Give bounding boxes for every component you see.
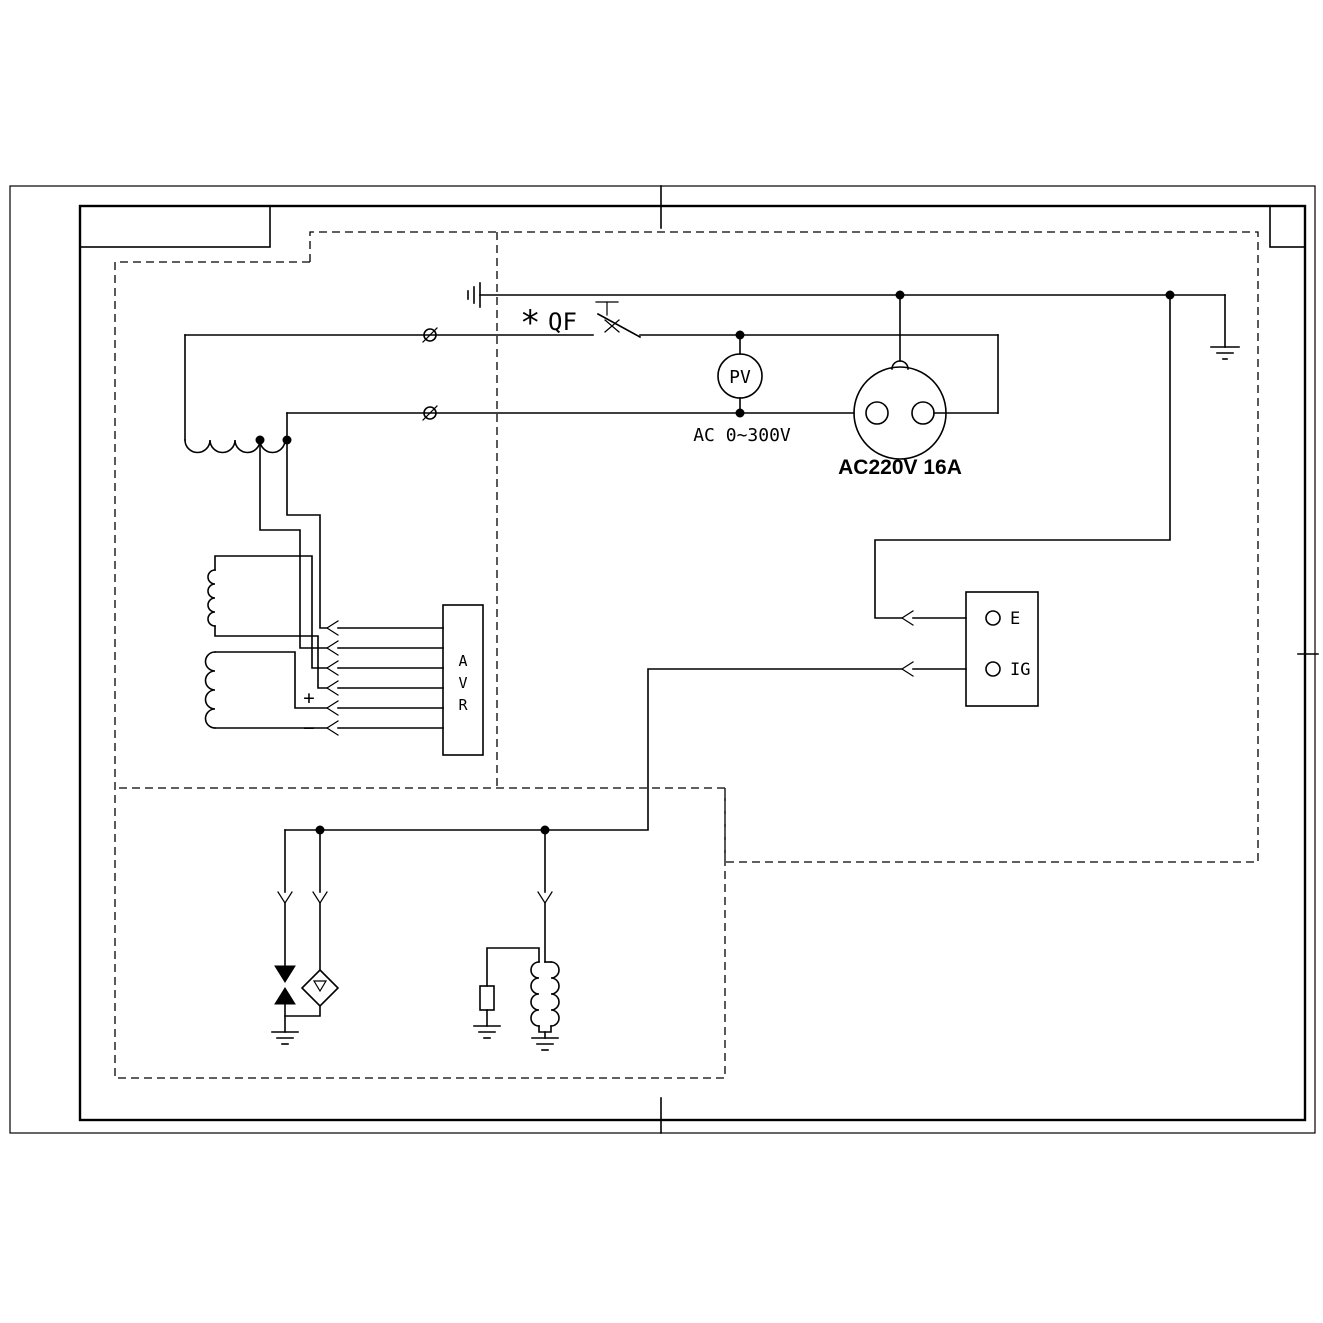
ground-bus <box>467 282 1240 360</box>
avr-letter: A <box>458 652 467 670</box>
socket-rating-label: AC220V 16A <box>838 456 962 479</box>
earth-symbol-left <box>467 282 481 308</box>
connector-chevron <box>277 891 293 905</box>
voltmeter-label: PV <box>729 367 751 388</box>
earth-symbol <box>271 1031 299 1045</box>
socket-outlet: AC220V 16A <box>838 294 999 479</box>
sheet-frame <box>9 185 1319 1134</box>
spark-arrester-symbol <box>300 968 340 1008</box>
avr-pins <box>325 620 444 736</box>
asterisk-label: * <box>520 303 540 343</box>
coil-bottom-tie <box>538 1025 552 1033</box>
connector-symbol <box>422 327 438 343</box>
aux-lead-bottom <box>214 625 328 689</box>
earth-symbol-right <box>1210 346 1240 360</box>
ignition-coil-symbol <box>530 961 560 1027</box>
corner-block <box>1269 205 1306 248</box>
circuit-breaker-symbol <box>595 301 642 339</box>
ig-wire <box>284 668 903 831</box>
breaker-circuit: * QF <box>184 301 999 441</box>
aux-winding-coil <box>207 569 216 627</box>
main-winding-coil <box>184 439 286 454</box>
terminal-box <box>965 591 1039 707</box>
socket-body <box>853 366 947 460</box>
generator-engine-enclosure <box>114 261 726 1079</box>
connector-symbol <box>422 405 438 421</box>
earth-symbol <box>473 1025 501 1039</box>
avr-unit: A V R + − <box>303 604 484 756</box>
voltmeter: PV AC 0~300V <box>693 334 791 446</box>
aux-lead-top <box>214 555 328 669</box>
minus-label: − <box>303 717 314 739</box>
terminal-e-label: E <box>1010 609 1020 629</box>
breaker-label: QF <box>548 308 577 336</box>
voltmeter-range-label: AC 0~300V <box>693 425 791 446</box>
arrester-ground-link <box>284 1005 321 1017</box>
field-winding-coil <box>204 651 216 729</box>
terminal-e-screw <box>985 610 1001 626</box>
primary-feed <box>486 947 540 987</box>
outer-border <box>9 185 1316 1134</box>
stator-winding <box>184 435 328 649</box>
control-panel-enclosure <box>309 231 1259 863</box>
connector-chevron <box>537 891 553 905</box>
avr-letter: V <box>458 674 467 692</box>
avr-box <box>442 604 484 756</box>
earth-symbol <box>531 1037 559 1051</box>
inner-border <box>78 204 1307 1122</box>
field-lead-plus <box>214 651 328 709</box>
exciter-windings <box>204 555 328 729</box>
ignition-circuit <box>271 825 560 1051</box>
socket-pin-left <box>865 401 889 425</box>
terminal-ig-screw <box>985 661 1001 677</box>
title-block <box>79 205 271 248</box>
connector-chevron <box>312 891 328 905</box>
e-wire <box>874 294 1171 619</box>
sense-tap-a <box>286 439 328 629</box>
sense-tap-b <box>259 439 328 649</box>
socket-pin-right <box>911 401 935 425</box>
resistor-symbol <box>479 985 495 1011</box>
plus-label: + <box>303 687 314 709</box>
socket-earth-notch <box>891 360 909 370</box>
terminal-ig-label: IG <box>1010 660 1030 680</box>
stop-diode-symbol <box>274 965 296 1005</box>
dashed-enclosures <box>114 231 1259 1079</box>
terminal-block: E IG <box>284 294 1171 831</box>
avr-letter: R <box>458 696 468 714</box>
